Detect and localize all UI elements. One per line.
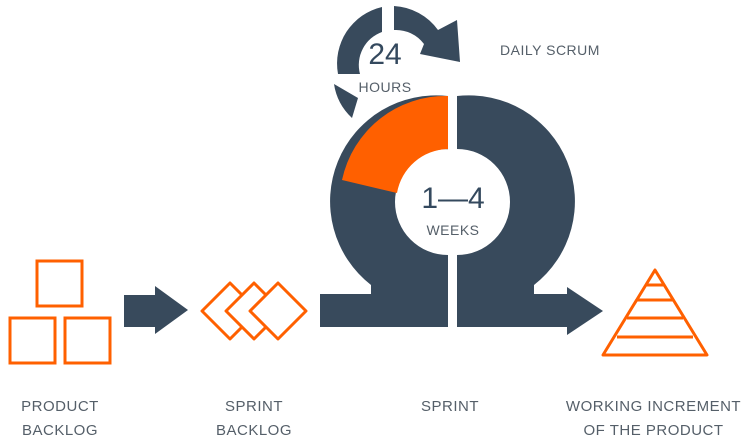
sprint-duration-unit: WEEKS xyxy=(426,222,480,238)
daily-scrum-value: 24 xyxy=(368,38,402,71)
sprint-backlog-label: SPRINT BACKLOG xyxy=(194,395,314,443)
working-increment-pyramid-icon xyxy=(601,268,709,357)
working-increment-label-line2: OF THE PRODUCT xyxy=(583,422,724,439)
sprint-label: SPRINT xyxy=(420,398,479,415)
product-backlog-label-line2: BACKLOG xyxy=(21,422,99,439)
sprint-backlog-label-line2: BACKLOG xyxy=(215,422,293,439)
sprint-backlog-diamonds-icon xyxy=(200,281,308,341)
sprint-loop-highlight xyxy=(342,95,448,193)
product-backlog-boxes-icon xyxy=(8,259,112,365)
working-increment-label: WORKING INCREMENT OF THE PRODUCT xyxy=(560,395,747,443)
sprint-loop-right-half xyxy=(457,95,603,335)
product-backlog-label-line1: PRODUCT xyxy=(21,398,99,415)
daily-scrum-label: DAILY SCRUM xyxy=(500,42,600,58)
arrow-to-sprint-backlog-icon xyxy=(124,286,188,334)
sprint-backlog-label-line1: SPRINT xyxy=(224,398,283,415)
working-increment-label-line1: WORKING INCREMENT xyxy=(565,398,742,415)
daily-scrum-cycle-icon xyxy=(334,6,460,118)
daily-scrum-unit: HOURS xyxy=(358,79,412,95)
product-backlog-label: PRODUCT BACKLOG xyxy=(0,395,120,443)
sprint-duration-value: 1—4 xyxy=(421,182,485,215)
